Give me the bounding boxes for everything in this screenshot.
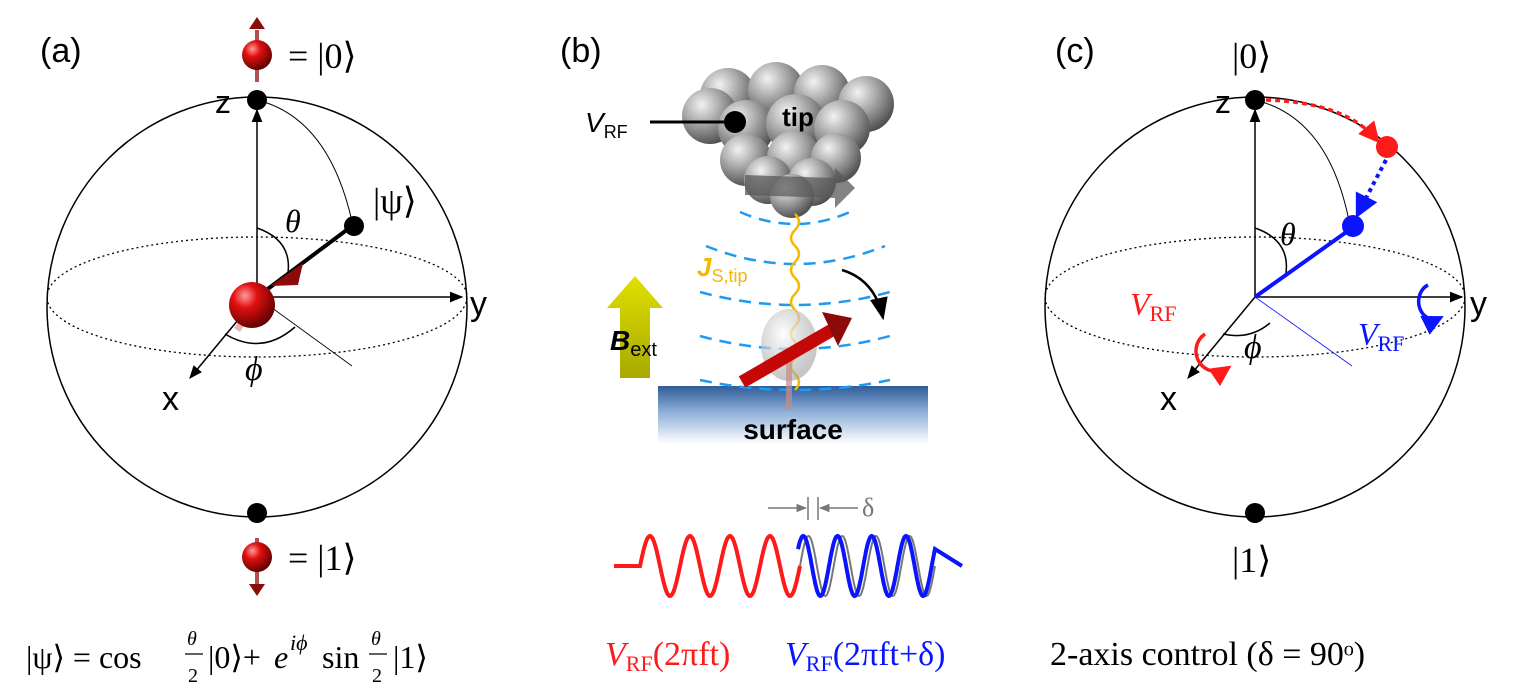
formula-exp: e <box>274 639 288 675</box>
theta-arc-c <box>1254 227 1288 274</box>
psi-label: |ψ⟩ <box>373 181 417 221</box>
formula-frac1-den: 2 <box>188 665 198 687</box>
adatom-spin-arrowhead <box>822 312 852 346</box>
phi-label-c: ϕ <box>1244 329 1262 366</box>
panel-b: (b) surface tip VRF <box>560 32 964 676</box>
spin-up-icon <box>242 17 272 82</box>
axis-y-label: y <box>470 285 487 323</box>
rf-wave-red <box>614 533 802 599</box>
formula-ket1: |1⟩ <box>393 639 428 675</box>
formula-exp-sup: iϕ <box>290 630 308 655</box>
theta-meridian <box>256 99 354 227</box>
adatom-spin-arrow <box>738 324 836 388</box>
south-pole-point-c <box>1245 503 1265 523</box>
surface-label: surface <box>743 414 843 445</box>
y-rotation-icon <box>1416 283 1444 335</box>
b-label: Bext <box>610 325 657 361</box>
spin-down-icon <box>242 538 272 596</box>
spin-sphere <box>229 282 275 328</box>
ket0-label-c: |0⟩ <box>1232 36 1271 76</box>
delta-label: δ <box>862 493 874 522</box>
waveform <box>614 533 964 599</box>
phi-arc-c <box>1222 322 1271 337</box>
state-formula: |ψ⟩ = cos θ 2 |0⟩+ e iϕ sin θ 2 |1⟩ <box>26 628 428 687</box>
phi-projection-c <box>1254 296 1353 367</box>
formula-frac2-num: θ <box>371 628 381 650</box>
theta-label-c: θ <box>1280 216 1296 252</box>
spin-arrow-head <box>270 263 303 286</box>
panel-a: (a) z y x θ ϕ |ψ⟩ = |0⟩ <box>26 17 487 687</box>
red-state-point <box>1376 136 1398 158</box>
north-pole-point-c <box>1245 90 1265 110</box>
panel-c-label: (c) <box>1055 32 1095 70</box>
formula-frac1-num: θ <box>187 628 197 650</box>
axis-z-label: z <box>215 84 231 120</box>
south-pole-point <box>247 503 267 523</box>
b-field-arrow <box>607 276 663 378</box>
theta-meridian-c <box>1254 99 1351 227</box>
phi-arc <box>224 326 296 345</box>
axis-y-label-c: y <box>1470 285 1487 323</box>
vrf-blue-label: VRF <box>1358 316 1404 356</box>
vrf-label: VRF <box>585 107 628 142</box>
rf-wavefronts <box>699 210 891 392</box>
theta-label: θ <box>285 203 301 239</box>
axis-x-label-c: x <box>1160 380 1177 418</box>
caption-two-axis: 2-axis control (δ = 90ᵒ) <box>1050 636 1365 673</box>
ket0-equation: = |0⟩ <box>288 36 357 76</box>
tip-spin-arrow <box>745 168 855 208</box>
panel-a-label: (a) <box>40 32 82 70</box>
formula-ket0: |0⟩+ <box>208 639 261 675</box>
tip-label: tip <box>782 102 814 132</box>
x-rotation-icon <box>1194 332 1232 387</box>
panel-c: (c) z y x θ ϕ |0⟩ |1⟩ VRF VRF 2-axis con… <box>1044 32 1487 673</box>
red-rotation-path <box>1265 98 1380 144</box>
formula-sin: sin <box>322 639 359 675</box>
vrf-red-label: VRF <box>1130 286 1176 326</box>
psi-point <box>344 216 364 236</box>
formula-lhs: |ψ⟩ = cos <box>26 639 142 675</box>
ket1-label-c: |1⟩ <box>1232 540 1271 580</box>
theta-arc <box>256 227 290 274</box>
rf-wave-blue <box>796 533 964 599</box>
phi-label: ϕ <box>245 351 263 388</box>
state-vector-c <box>1253 226 1354 299</box>
blue-rotation-path <box>1355 159 1388 219</box>
j-label: JS,tip <box>697 252 748 286</box>
surface-slab <box>658 386 928 444</box>
precession-arrow <box>841 268 888 321</box>
caption-red: VRF(2πft) <box>605 636 730 676</box>
north-pole-point <box>247 90 267 110</box>
panel-b-label: (b) <box>560 32 602 70</box>
formula-frac2-den: 2 <box>372 665 382 687</box>
axis-z-label-c: z <box>1215 84 1231 120</box>
vrf-contact-point <box>724 111 746 133</box>
caption-blue: VRF(2πft+δ) <box>785 636 945 676</box>
blue-state-point <box>1342 215 1364 237</box>
axis-x-label: x <box>162 380 179 418</box>
ket1-equation: = |1⟩ <box>288 538 357 578</box>
